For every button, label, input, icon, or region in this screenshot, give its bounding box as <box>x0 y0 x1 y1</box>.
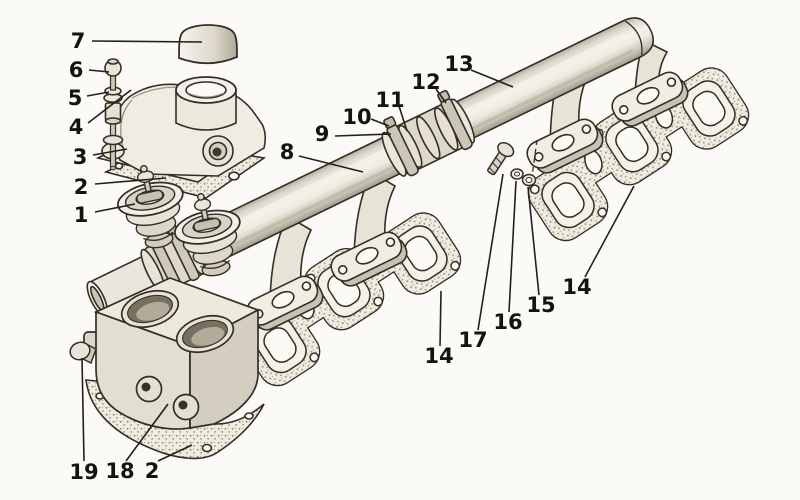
mounting-flange <box>526 118 604 174</box>
drain-plug <box>69 341 97 365</box>
callout-label-rubber-cap: 7 <box>71 29 86 53</box>
thermostat-cover-assembly <box>95 24 267 199</box>
callout-label-hose-clamp: 12 <box>411 70 440 94</box>
callout-line-bolt <box>88 69 110 73</box>
callout-label-hose-clamp-screw: 10 <box>342 105 371 129</box>
callout-line-hose-clamp <box>435 88 447 104</box>
callout-line-thermostat-housing <box>125 403 169 462</box>
callout-label-manifold-gasket: 14 <box>424 344 453 368</box>
callout-label-stud: 4 <box>69 115 84 139</box>
callout-label-pipe-section: 13 <box>444 52 473 76</box>
callout-label-connecting-hose: 11 <box>375 88 404 112</box>
callout-label-cover-gasket: 2 <box>74 175 89 199</box>
callout-line-cover-gasket <box>94 177 167 185</box>
housing-front-face <box>95 310 191 430</box>
thermostat-bore <box>120 289 180 329</box>
callout-label-lock-washer: 16 <box>493 310 522 334</box>
mounting-flange <box>330 231 408 287</box>
callout-line-housing-gasket <box>157 444 193 462</box>
clamp-screw <box>437 89 451 103</box>
callout-line-connecting-hose <box>398 105 408 132</box>
callout-label-bolt: 6 <box>69 58 84 82</box>
callout-line-lock-washer <box>508 180 517 313</box>
callout-label-drain-plug: 19 <box>69 460 98 484</box>
callout-label-housing-gasket: 2 <box>145 459 160 483</box>
bolt <box>487 141 515 176</box>
thermostat-housing <box>83 277 261 430</box>
callout-label-thermostat: 1 <box>74 203 89 227</box>
callout-label-water-pipe: 8 <box>280 140 295 164</box>
callout-line-drain-plug <box>81 357 85 462</box>
callout-label-washers: 5 <box>68 86 83 110</box>
bolt-washer-detail <box>487 139 538 187</box>
callout-line-thermostat <box>94 203 136 213</box>
callout-line-hose-clamp-screw <box>370 118 390 127</box>
callout-label-bolt: 17 <box>458 328 487 352</box>
callout-label-thermostat-cover: 3 <box>73 145 88 169</box>
callout-line-manifold-gasket <box>439 290 442 347</box>
callout-line-washer <box>527 186 540 296</box>
mounting-flange <box>611 71 689 127</box>
callout-line-hose-clamp <box>334 133 392 137</box>
callout-label-washer: 15 <box>526 293 555 317</box>
callout-line-stud <box>87 89 132 124</box>
callout-line-bolt <box>477 173 504 331</box>
manifold-outlets <box>246 38 689 331</box>
upper-hose-coupling <box>381 89 476 177</box>
callout-line-water-pipe <box>298 155 364 173</box>
callout-label-hose-clamp: 9 <box>315 122 330 146</box>
water-pipe <box>86 17 654 317</box>
callout-line-rubber-cap <box>91 40 203 43</box>
callout-label-thermostat-housing: 18 <box>105 459 134 483</box>
callout-line-pipe-section <box>470 69 514 88</box>
rubber-cap <box>178 24 238 65</box>
callout-line-manifold-gasket <box>584 185 635 278</box>
callout-line-washers <box>86 91 110 97</box>
washer <box>102 134 124 146</box>
thermostat-bore <box>175 314 235 354</box>
callout-line-thermostat-cover <box>92 148 128 156</box>
callout-label-manifold-gasket: 14 <box>562 275 591 299</box>
